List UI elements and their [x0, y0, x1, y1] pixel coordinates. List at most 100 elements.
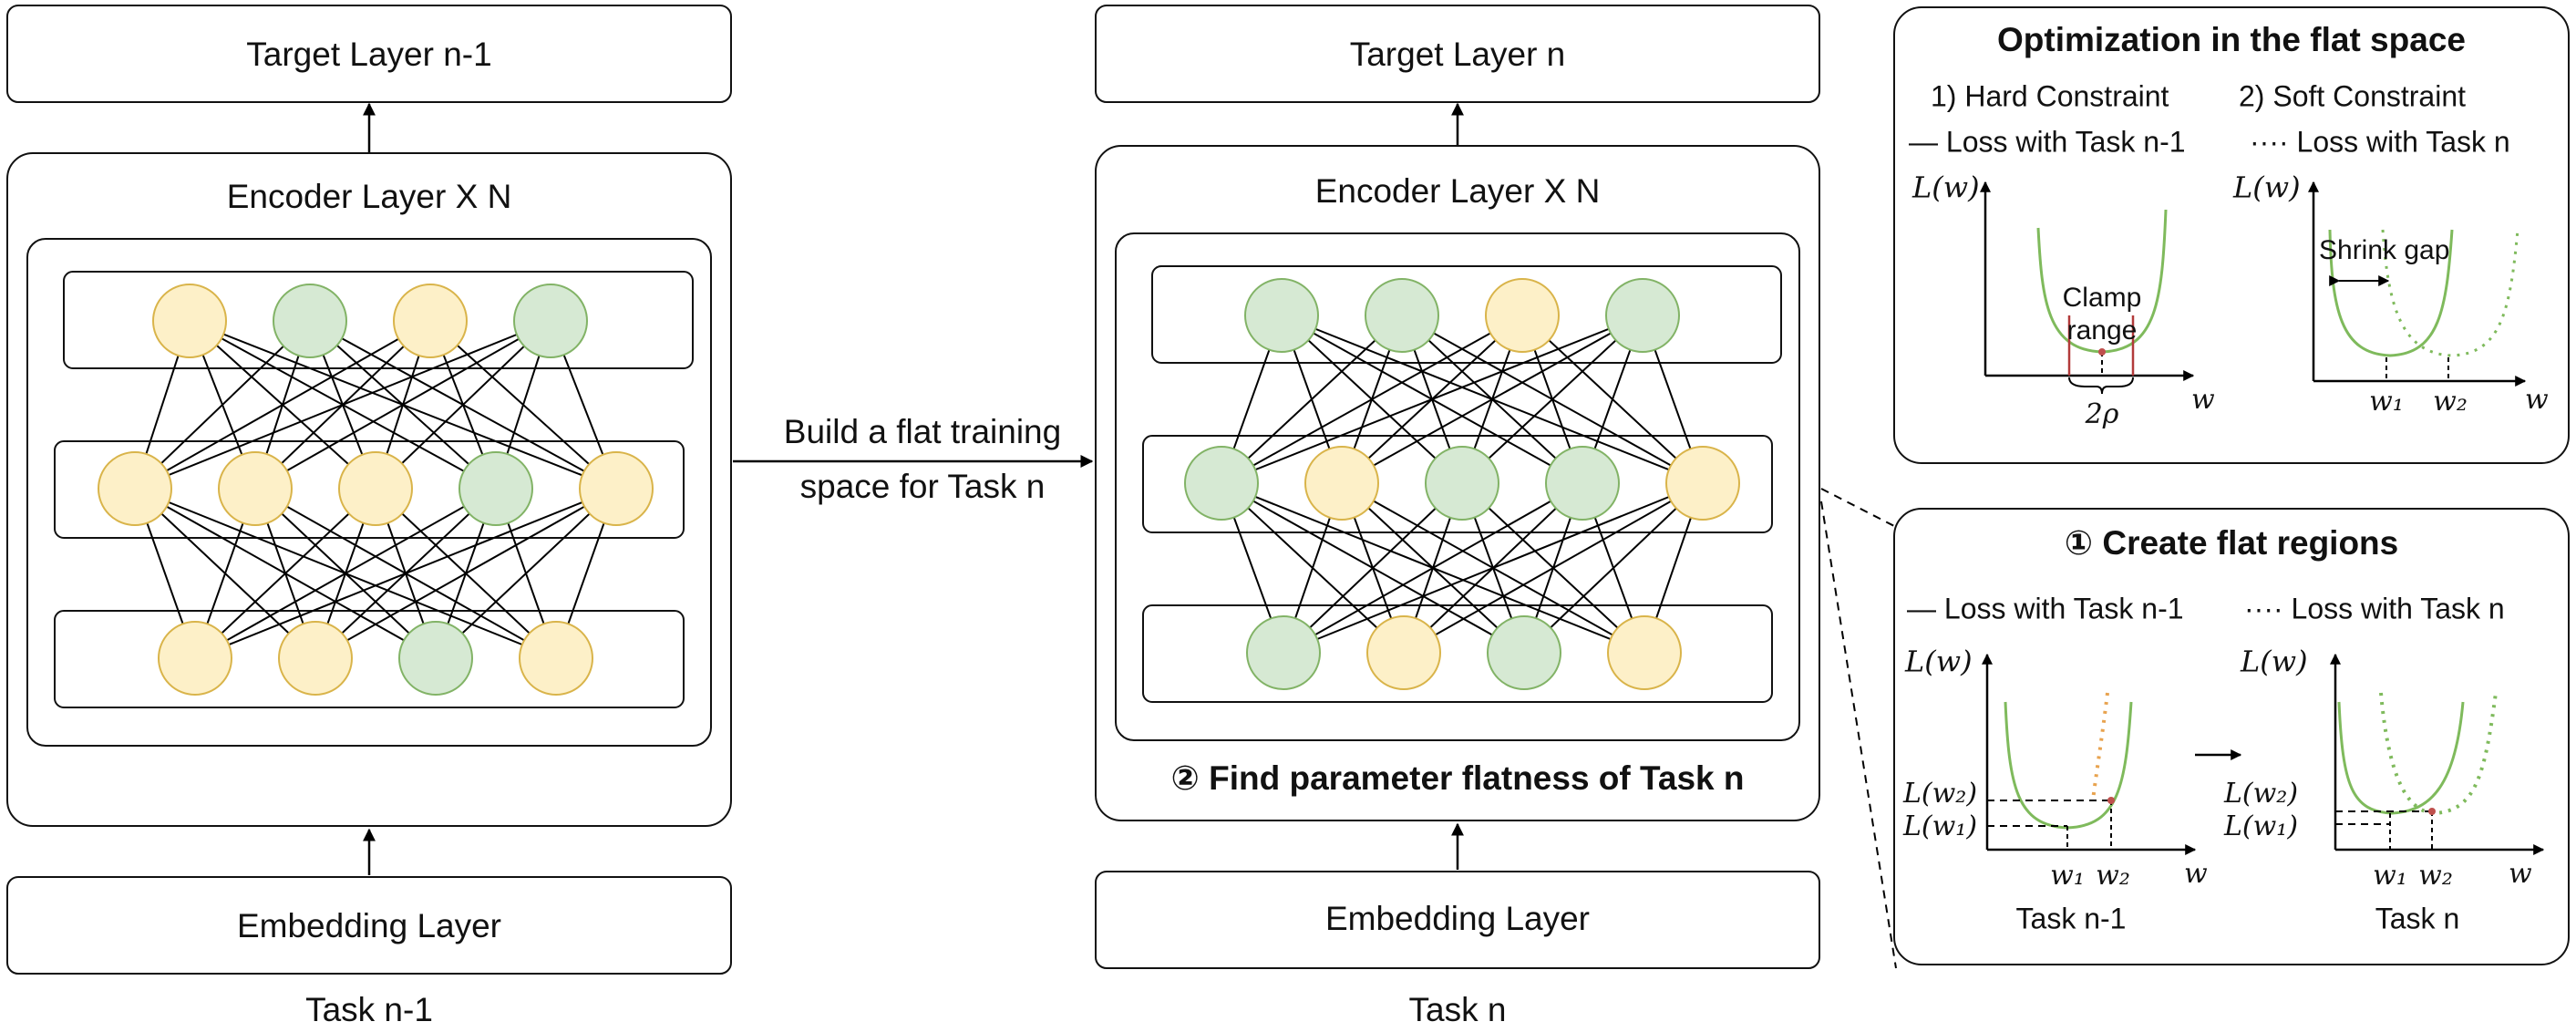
- left-net-node-yellow-1-4: [579, 451, 654, 526]
- left-net-edge-1-2-0: [194, 488, 376, 659]
- soft-x-axis-label: w: [2525, 384, 2549, 416]
- clamp-label-line2: range: [2067, 315, 2138, 346]
- left-net-edge-0-3-0: [134, 320, 551, 490]
- optimization-panel-box: [1893, 6, 2570, 464]
- flat-right-caption: Task n: [2375, 902, 2459, 934]
- left-encoder-label: Encoder Layer X N: [227, 178, 512, 215]
- flat-right-lw1-label: L(w₁): [2223, 810, 2298, 842]
- right-stack: Target Layer n Encoder Layer X N ② Find …: [1095, 5, 1820, 1028]
- optimization-panel-title: Optimization in the flat space: [1997, 21, 2466, 58]
- flat-left-x-axis-label: w: [2184, 858, 2208, 890]
- soft-loss-curve-task-n: [2381, 229, 2519, 357]
- left-embedding-box: [6, 876, 732, 975]
- right-neural-network: [1184, 278, 1740, 690]
- right-net-edge-0-1-0: [1221, 315, 1403, 484]
- left-target-label: Target Layer n-1: [246, 36, 491, 73]
- left-net-node-green-1-3: [459, 451, 533, 526]
- flat-right-x-axis-label: w: [2509, 858, 2532, 890]
- hard-constraint-label: 1) Hard Constraint: [1931, 79, 2169, 112]
- right-net-edge-0-3-1: [1341, 315, 1643, 484]
- right-net-node-yellow-1-4: [1665, 446, 1740, 521]
- flat-right-lw2-label: L(w₂): [2223, 778, 2298, 810]
- hard-constraint-plot: L(w) w Clamp range 2ρ: [1911, 170, 2215, 431]
- left-net-node-yellow-2-0: [158, 621, 232, 696]
- right-net-node-green-0-3: [1605, 278, 1680, 353]
- right-net-edge-0-3-0: [1221, 315, 1643, 484]
- flat-right-loss-curve-task-n: [2379, 692, 2498, 816]
- right-net-edge-1-4-0: [1283, 482, 1704, 654]
- flat-left-caption: Task n-1: [2016, 902, 2127, 934]
- zoom-dashed-line-top: [1820, 488, 1897, 528]
- left-net-node-yellow-2-3: [519, 621, 593, 696]
- left-net-edge-0-3-1: [254, 320, 551, 490]
- right-embedding-box: [1095, 871, 1820, 969]
- left-net-edge-1-4-0: [194, 488, 617, 659]
- right-net-node-green-1-2: [1425, 446, 1499, 521]
- flat-left-loss-curve-task-n: [2091, 692, 2109, 801]
- flat-right-loss-curve-task-n-1: [2337, 701, 2465, 815]
- clamp-label-line1: Clamp: [2063, 283, 2142, 313]
- left-net-edge-1-4-1: [314, 488, 617, 659]
- right-embedding-label: Embedding Layer: [1325, 900, 1590, 937]
- right-task-caption: Task n: [1409, 991, 1507, 1028]
- left-neural-network: [98, 284, 654, 696]
- left-target-box: [6, 5, 732, 103]
- zoom-dashed-line-bottom: [1820, 501, 1897, 969]
- left-net-node-yellow-0-0: [152, 284, 227, 358]
- right-net-edge-1-4-1: [1403, 482, 1704, 654]
- left-embedding-label: Embedding Layer: [237, 907, 501, 944]
- opt-legend-solid: — Loss with Task n-1: [1909, 125, 2186, 158]
- flat-regions-panel-title: ① Create flat regions: [2065, 524, 2398, 562]
- flat-legend-solid: — Loss with Task n-1: [1907, 592, 2184, 624]
- right-net-edge-1-4-2: [1523, 482, 1704, 654]
- left-net-edge-0-1-0: [134, 320, 311, 490]
- hard-minimum-point: [2098, 348, 2106, 356]
- flat-regions-panel: ① Create flat regions — Loss with Task n…: [1893, 508, 2570, 965]
- right-net-edge-1-3-0: [1283, 482, 1583, 654]
- right-net-node-yellow-2-3: [1607, 615, 1682, 690]
- right-encoder-label: Encoder Layer X N: [1315, 172, 1601, 210]
- left-net-node-green-0-1: [273, 284, 347, 358]
- opt-legend-dotted: ···· Loss with Task n: [2250, 125, 2510, 158]
- flatness-label: ② Find parameter flatness of Task n: [1171, 759, 1745, 797]
- left-net-node-green-0-3: [513, 284, 588, 358]
- left-net-edge-1-3-0: [194, 488, 497, 659]
- right-net-node-green-0-0: [1244, 278, 1319, 353]
- soft-w1-label: w₁: [2369, 386, 2404, 418]
- right-net-node-yellow-2-1: [1366, 615, 1441, 690]
- soft-constraint-label: 2) Soft Constraint: [2239, 79, 2466, 112]
- left-net-node-yellow-0-2: [393, 284, 468, 358]
- right-net-node-yellow-1-1: [1304, 446, 1379, 521]
- build-flat-label-line2: space for Task n: [800, 468, 1046, 505]
- optimization-panel: Optimization in the flat space 1) Hard C…: [1893, 6, 2570, 464]
- right-target-box: [1095, 5, 1820, 103]
- left-net-node-yellow-1-2: [338, 451, 413, 526]
- left-net-node-green-2-2: [398, 621, 473, 696]
- flat-legend-dotted: ···· Loss with Task n: [2244, 592, 2505, 624]
- flat-right-w1-label: w₁: [2373, 860, 2407, 892]
- flat-left-y-axis-label: L(w): [1904, 645, 1973, 679]
- left-task-caption: Task n-1: [305, 991, 433, 1028]
- flat-left-w2-label: w₂: [2096, 860, 2130, 892]
- flat-left-lw1-label: L(w₁): [1902, 810, 1977, 842]
- right-net-node-green-1-3: [1545, 446, 1620, 521]
- flat-regions-panel-box: [1893, 508, 2570, 965]
- left-net-node-yellow-2-1: [278, 621, 353, 696]
- right-target-label: Target Layer n: [1350, 36, 1566, 73]
- shrink-gap-label: Shrink gap: [2319, 235, 2449, 265]
- right-net-node-green-0-1: [1365, 278, 1439, 353]
- flat-plot-task-n-1: L(w) w L(w₂) L(w₁) w₁ w₂ Task n-1: [1902, 645, 2208, 935]
- flat-right-point: [2428, 808, 2436, 815]
- flat-plot-task-n: L(w) w L(w₂) L(w₁) w₁ w₂ Task n: [2223, 645, 2545, 934]
- right-net-edge-1-2-0: [1283, 482, 1463, 654]
- hard-x-axis-label: w: [2191, 384, 2215, 416]
- flat-left-lw2-label: L(w₂): [1902, 778, 1977, 810]
- right-net-node-yellow-0-2: [1485, 278, 1560, 353]
- left-net-edge-0-3-2: [375, 320, 551, 490]
- right-net-edge-0-3-2: [1461, 315, 1643, 484]
- soft-loss-curve-task-n-1: [2328, 229, 2454, 357]
- soft-w2-label: w₂: [2433, 386, 2468, 418]
- left-stack: Target Layer n-1 Encoder Layer X N Embed…: [6, 5, 732, 1028]
- right-net-node-green-1-0: [1184, 446, 1259, 521]
